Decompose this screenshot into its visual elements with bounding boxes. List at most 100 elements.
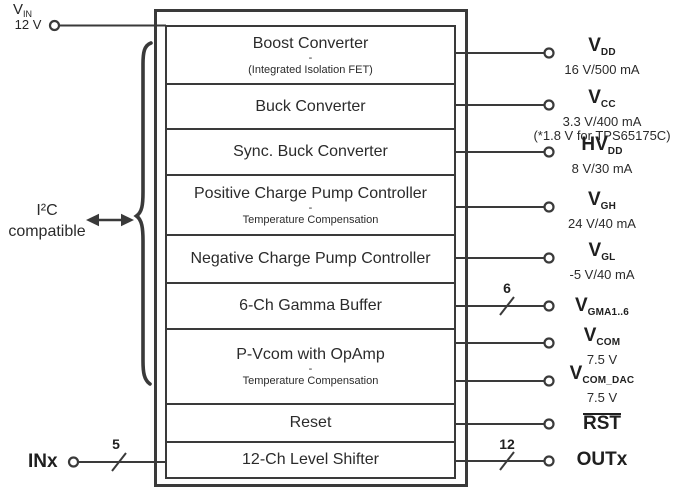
port-rating: 7.5 V bbox=[586, 390, 618, 405]
port-name: HVDD bbox=[524, 135, 680, 162]
port-symbol: V bbox=[569, 363, 583, 384]
vin-value: 12 V bbox=[14, 17, 42, 32]
vgl-terminal bbox=[543, 252, 555, 264]
block-title: Negative Charge Pump Controller bbox=[190, 250, 431, 267]
block-title: Sync. Buck Converter bbox=[233, 143, 388, 160]
port-vgh: VGH 24 V/40 mA bbox=[524, 190, 680, 231]
port-vdd: VDD 16 V/500 mA bbox=[524, 36, 680, 77]
vin-subscript: IN bbox=[23, 9, 33, 19]
outx-bus-width: 12 bbox=[499, 436, 515, 452]
vcomdac-terminal bbox=[543, 375, 555, 387]
port-rating: 16 V/500 mA bbox=[564, 62, 640, 77]
block-subtitle: Temperature Compensation bbox=[242, 213, 379, 226]
port-rating: 7.5 V bbox=[586, 352, 618, 367]
outx-terminal bbox=[543, 455, 555, 467]
port-rating: 24 V/40 mA bbox=[568, 216, 636, 231]
inx-bus-slash bbox=[111, 452, 127, 472]
port-symbol: V bbox=[588, 240, 602, 261]
port-vcc: VCC 3.3 V/400 mA (*1.8 V for TPS65175C) bbox=[524, 88, 680, 143]
port-rating: -5 V/40 mA bbox=[569, 267, 635, 282]
block-separator: - bbox=[308, 201, 313, 214]
i2c-arrow-right-head bbox=[121, 213, 134, 227]
port-vgma: VGMA1..6 bbox=[524, 296, 680, 323]
vgma-bus-width: 6 bbox=[503, 280, 511, 296]
port-symbol: HV bbox=[581, 134, 608, 155]
block-title: Boost Converter bbox=[252, 34, 369, 52]
port-rating: 3.3 V/400 mA bbox=[562, 114, 642, 129]
block-title: Reset bbox=[289, 414, 332, 431]
vin-label: VIN bbox=[13, 2, 32, 22]
i2c-arrow-left-head bbox=[86, 213, 99, 227]
port-name: VGL bbox=[524, 241, 680, 268]
port-hvdd: HVDD 8 V/30 mA bbox=[524, 135, 680, 176]
vdd-terminal bbox=[543, 47, 555, 59]
block-separator: - bbox=[308, 363, 313, 375]
port-name: VCOM_DAC bbox=[524, 364, 680, 391]
port-name: OUTx bbox=[524, 450, 680, 470]
port-subscript: GMA1..6 bbox=[587, 307, 630, 318]
vgma-terminal bbox=[543, 300, 555, 312]
vin-terminal bbox=[48, 19, 61, 32]
i2c-line1: I²C bbox=[36, 202, 58, 219]
inx-bus-width: 5 bbox=[112, 436, 120, 452]
vcc-terminal bbox=[543, 99, 555, 111]
port-vcomdac: VCOM_DAC 7.5 V bbox=[524, 364, 680, 405]
port-subscript: COM bbox=[596, 337, 621, 348]
block-title: 6-Ch Gamma Buffer bbox=[239, 297, 382, 314]
port-symbol: V bbox=[574, 295, 588, 316]
block-boost-converter: Boost Converter - (Integrated Isolation … bbox=[165, 25, 456, 85]
active-low-overline: RST bbox=[583, 413, 621, 434]
block-separator: - bbox=[308, 51, 313, 64]
block-title: P-Vcom with OpAmp bbox=[236, 346, 385, 363]
block-title: Positive Charge Pump Controller bbox=[194, 184, 427, 202]
rst-terminal bbox=[543, 418, 555, 430]
port-subscript: GL bbox=[601, 252, 616, 263]
block-title: 12-Ch Level Shifter bbox=[242, 451, 379, 468]
i2c-brace bbox=[133, 41, 153, 386]
block-positive-charge-pump: Positive Charge Pump Controller - Temper… bbox=[165, 174, 456, 236]
block-subtitle: Temperature Compensation bbox=[242, 375, 379, 387]
inx-label: INx bbox=[28, 451, 58, 472]
block-negative-charge-pump: Negative Charge Pump Controller bbox=[165, 234, 456, 284]
port-symbol: V bbox=[587, 189, 601, 210]
port-rst: RST bbox=[524, 413, 680, 434]
hvdd-terminal bbox=[543, 146, 555, 158]
vcom-terminal bbox=[543, 337, 555, 349]
port-symbol: V bbox=[583, 325, 597, 346]
i2c-label: I²C compatible bbox=[1, 200, 93, 242]
block-reset: Reset bbox=[165, 403, 456, 443]
port-subscript: GH bbox=[600, 201, 617, 212]
vgma-bus-slash bbox=[499, 296, 515, 316]
port-symbol: V bbox=[588, 35, 601, 56]
block-title: Buck Converter bbox=[255, 97, 366, 115]
block-pvcom-opamp: P-Vcom with OpAmp - Temperature Compensa… bbox=[165, 328, 456, 405]
port-symbol: V bbox=[588, 87, 601, 108]
vin-symbol: V bbox=[13, 1, 24, 18]
block-sync-buck-converter: Sync. Buck Converter bbox=[165, 128, 456, 176]
port-vcom: VCOM 7.5 V bbox=[524, 326, 680, 367]
port-name: VCOM bbox=[524, 326, 680, 353]
i2c-line2: compatible bbox=[8, 223, 86, 240]
port-vgl: VGL -5 V/40 mA bbox=[524, 241, 680, 282]
port-name: VGMA1..6 bbox=[524, 296, 680, 323]
block-gamma-buffer: 6-Ch Gamma Buffer bbox=[165, 282, 456, 330]
port-symbol: OUTx bbox=[576, 449, 628, 470]
port-rating: 8 V/30 mA bbox=[571, 161, 633, 176]
block-buck-converter: Buck Converter bbox=[165, 83, 456, 130]
ic-boundary bbox=[154, 9, 468, 487]
port-subscript: DD bbox=[600, 47, 616, 58]
inx-terminal bbox=[67, 456, 80, 468]
block-subtitle: (Integrated Isolation FET) bbox=[248, 63, 373, 76]
vgh-terminal bbox=[543, 201, 555, 213]
port-name: VDD bbox=[524, 36, 680, 63]
port-subscript: COM_DAC bbox=[582, 375, 635, 386]
outx-bus-slash bbox=[499, 451, 515, 471]
port-name: RST bbox=[524, 413, 680, 434]
port-note: (*1.8 V for TPS65175C) bbox=[533, 128, 671, 143]
port-name: VGH bbox=[524, 190, 680, 217]
port-subscript: CC bbox=[600, 99, 616, 110]
port-outx: OUTx bbox=[524, 450, 680, 470]
block-level-shifter: 12-Ch Level Shifter bbox=[165, 441, 456, 479]
